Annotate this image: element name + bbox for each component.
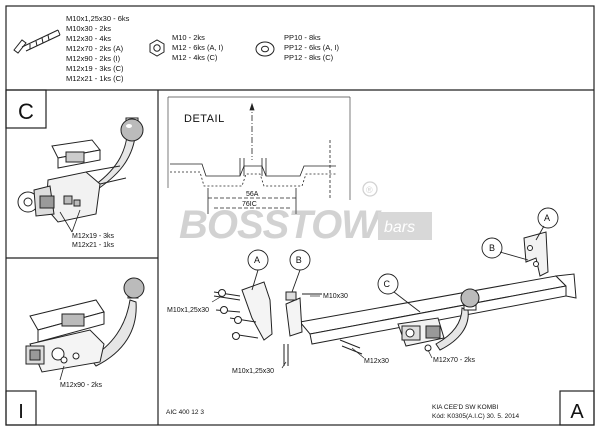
callout-b: B bbox=[296, 255, 302, 265]
callout-letters: A B C A B bbox=[254, 213, 552, 289]
detail-bumper-section bbox=[170, 102, 336, 214]
label-m12x70: M12x70 - 2ks bbox=[433, 357, 476, 364]
panel-c-letter: C bbox=[18, 99, 34, 124]
callout-a-right: A bbox=[544, 213, 550, 223]
panel-c-fastener-labels: M12x19 - 3ks M12x21 - 1ks bbox=[72, 233, 116, 249]
detail-title: DETAIL bbox=[184, 113, 225, 125]
detail-dim: 76IC bbox=[242, 201, 257, 208]
panel-a-letter: A bbox=[570, 401, 584, 423]
assembly-fastener-labels: M10x1,25x30 M10x30 M12x30 M10x1,25x30 M1… bbox=[167, 293, 476, 375]
footer-model-info: KIA CEE'D SW KOMBI Kód: K0305(A.I.C) 30.… bbox=[432, 404, 519, 420]
bolt-spec: M12x90 - 2ks (I) bbox=[66, 54, 121, 63]
drawing-frame bbox=[5, 5, 595, 426]
panel-i-letter: I bbox=[18, 401, 24, 423]
callout-a: A bbox=[254, 255, 260, 265]
nut-spec: M10 - 2ks bbox=[172, 33, 205, 42]
label-m10x125x30-bottom: M10x1,25x30 bbox=[232, 368, 274, 375]
panel-c-label: M12x21 - 1ks bbox=[72, 242, 115, 249]
washer-icon bbox=[255, 41, 275, 57]
nut-spec: M12 - 4ks (C) bbox=[172, 53, 218, 62]
detail-frame bbox=[167, 96, 351, 200]
brand-watermark: BOSSTOW bars ® bbox=[179, 181, 432, 247]
washer-spec: PP10 - 8ks bbox=[284, 33, 321, 42]
nut-icon bbox=[149, 39, 165, 57]
watermark-brand: BOSSTOW bbox=[179, 203, 382, 247]
label-m10x125x30-top: M10x1,25x30 bbox=[167, 307, 209, 314]
panel-c-leader-lines bbox=[59, 209, 81, 233]
bolt-spec: M10x30 - 2ks bbox=[66, 24, 111, 33]
callout-b-right: B bbox=[489, 243, 495, 253]
footer-code: AIC 400 12 3 bbox=[166, 409, 204, 416]
label-m10x30: M10x30 bbox=[323, 293, 348, 300]
washer-spec: PP12 - 6ks (A, I) bbox=[284, 43, 340, 52]
callout-c: C bbox=[383, 279, 390, 289]
footer-kod: Kód: K0305(A.I.C) 30. 5. 2014 bbox=[432, 413, 519, 420]
bolt-spec-list: M10x1,25x30 - 6ks M10x30 - 2ks M12x30 - … bbox=[66, 14, 131, 83]
footer-model: KIA CEE'D SW KOMBI bbox=[432, 404, 498, 411]
assembly-leader-lines bbox=[211, 295, 433, 369]
nut-spec: M12 - 6ks (A, I) bbox=[172, 43, 224, 52]
bolt-spec: M12x19 - 3ks (C) bbox=[66, 64, 124, 73]
detail-dim: 56A bbox=[246, 191, 259, 198]
panel-i-towbar-illustration bbox=[25, 277, 145, 373]
bolt-spec: M12x21 - 1ks (C) bbox=[66, 74, 124, 83]
main-towbar-assembly bbox=[213, 231, 577, 366]
bolt-spec: M10x1,25x30 - 6ks bbox=[66, 14, 130, 23]
bolt-spec: M12x30 - 4ks bbox=[66, 34, 111, 43]
washer-spec-list: PP10 - 8ks PP12 - 6ks (A, I) PP12 - 8ks … bbox=[284, 33, 341, 62]
panel-c-towbar-illustration bbox=[17, 117, 144, 223]
nut-spec-list: M10 - 2ks M12 - 6ks (A, I) M12 - 4ks (C) bbox=[172, 33, 225, 62]
label-m12x30: M12x30 bbox=[364, 358, 389, 365]
panel-i-leader-line bbox=[59, 365, 65, 381]
watermark-suffix: bars bbox=[384, 219, 415, 236]
watermark-reg: ® bbox=[366, 185, 373, 195]
panel-c-label: M12x19 - 3ks bbox=[72, 233, 115, 240]
bolt-spec: M12x70 - 2ks (A) bbox=[66, 44, 124, 53]
detail-dimensions: 56A 76IC bbox=[242, 191, 260, 208]
bolt-icon bbox=[13, 29, 61, 54]
washer-spec: PP12 - 8ks (C) bbox=[284, 53, 334, 62]
panel-i-fastener-label: M12x90 - 2ks bbox=[60, 382, 103, 389]
callout-markers bbox=[247, 207, 559, 313]
